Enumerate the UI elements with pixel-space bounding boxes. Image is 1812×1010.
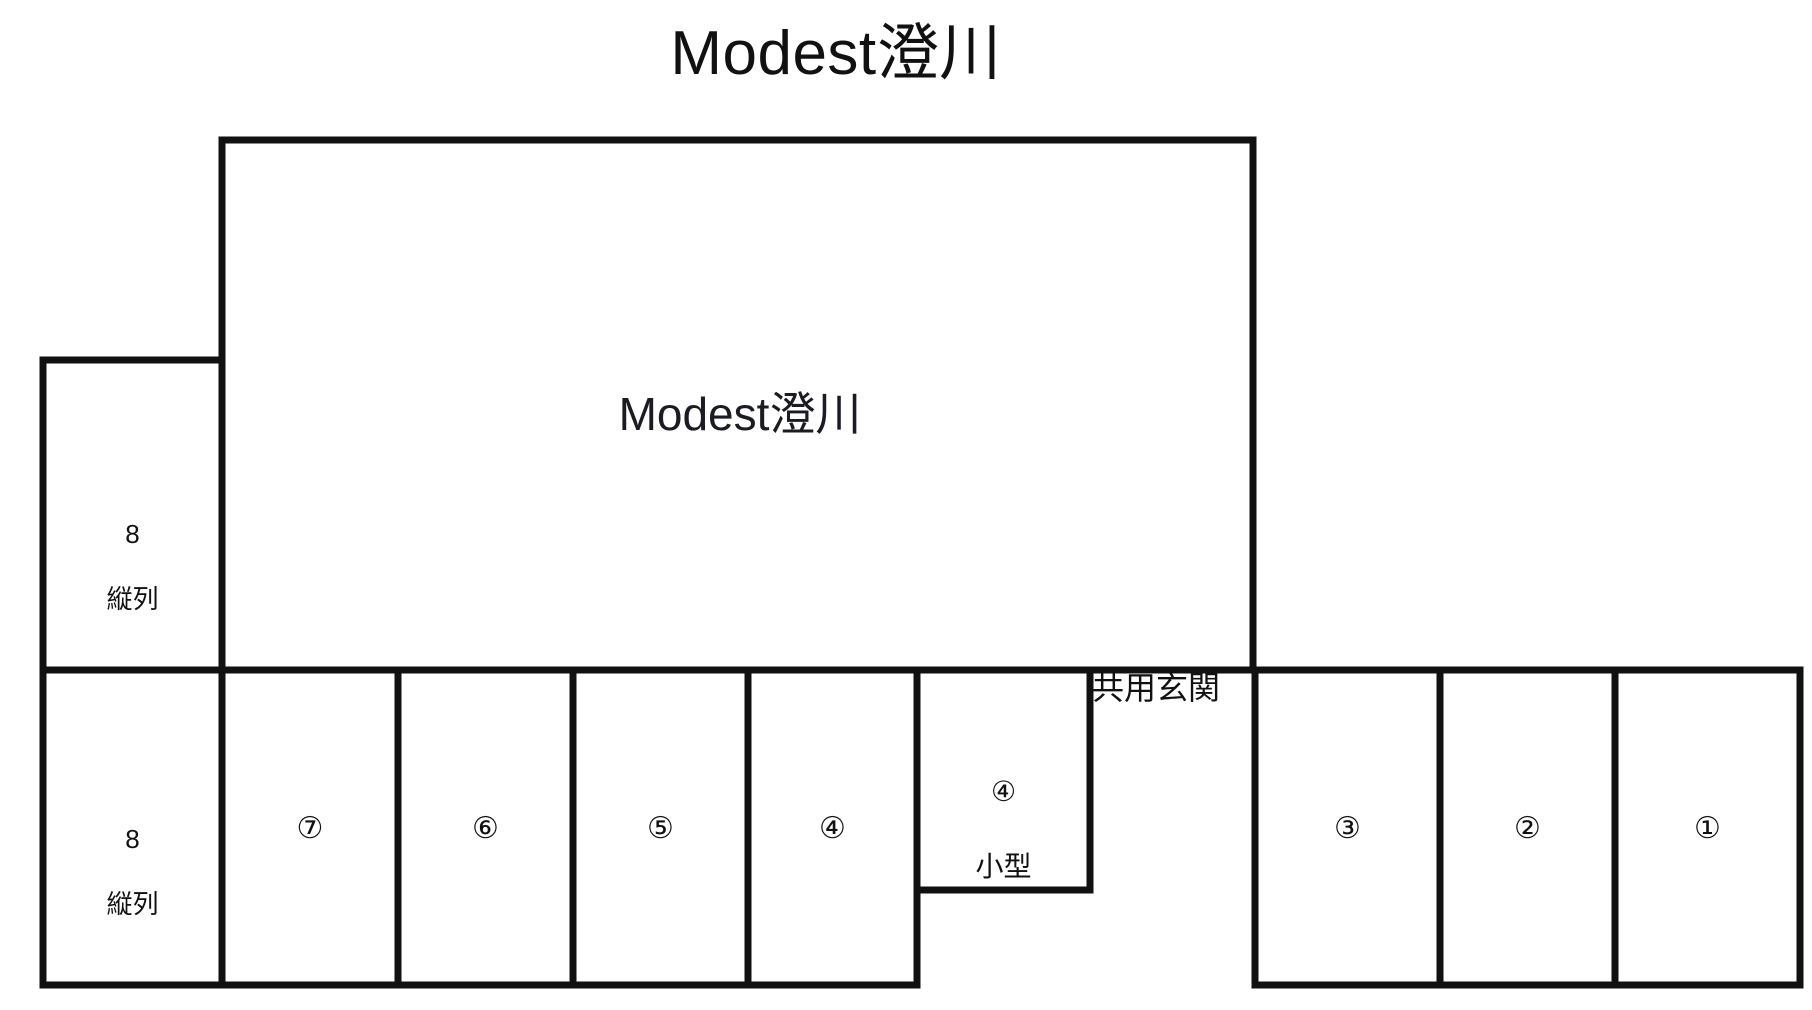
shared-entrance-label: 共用玄関 (1092, 670, 1221, 706)
upper-left-stack-block (39, 356, 226, 674)
parking-space-4-compact[interactable]: ④ 小型 (917, 735, 1090, 924)
building-name-label: Modest澄川 (618, 388, 862, 440)
compact-stall-number: ④ (990, 775, 1017, 807)
page-title: Modest澄川 (670, 19, 1002, 88)
lower-left-parking-strip (39, 666, 921, 989)
right-parking-strip (1251, 666, 1804, 989)
compact-stall-type: 小型 (975, 851, 1032, 883)
compact-stall-box (913, 666, 1094, 894)
